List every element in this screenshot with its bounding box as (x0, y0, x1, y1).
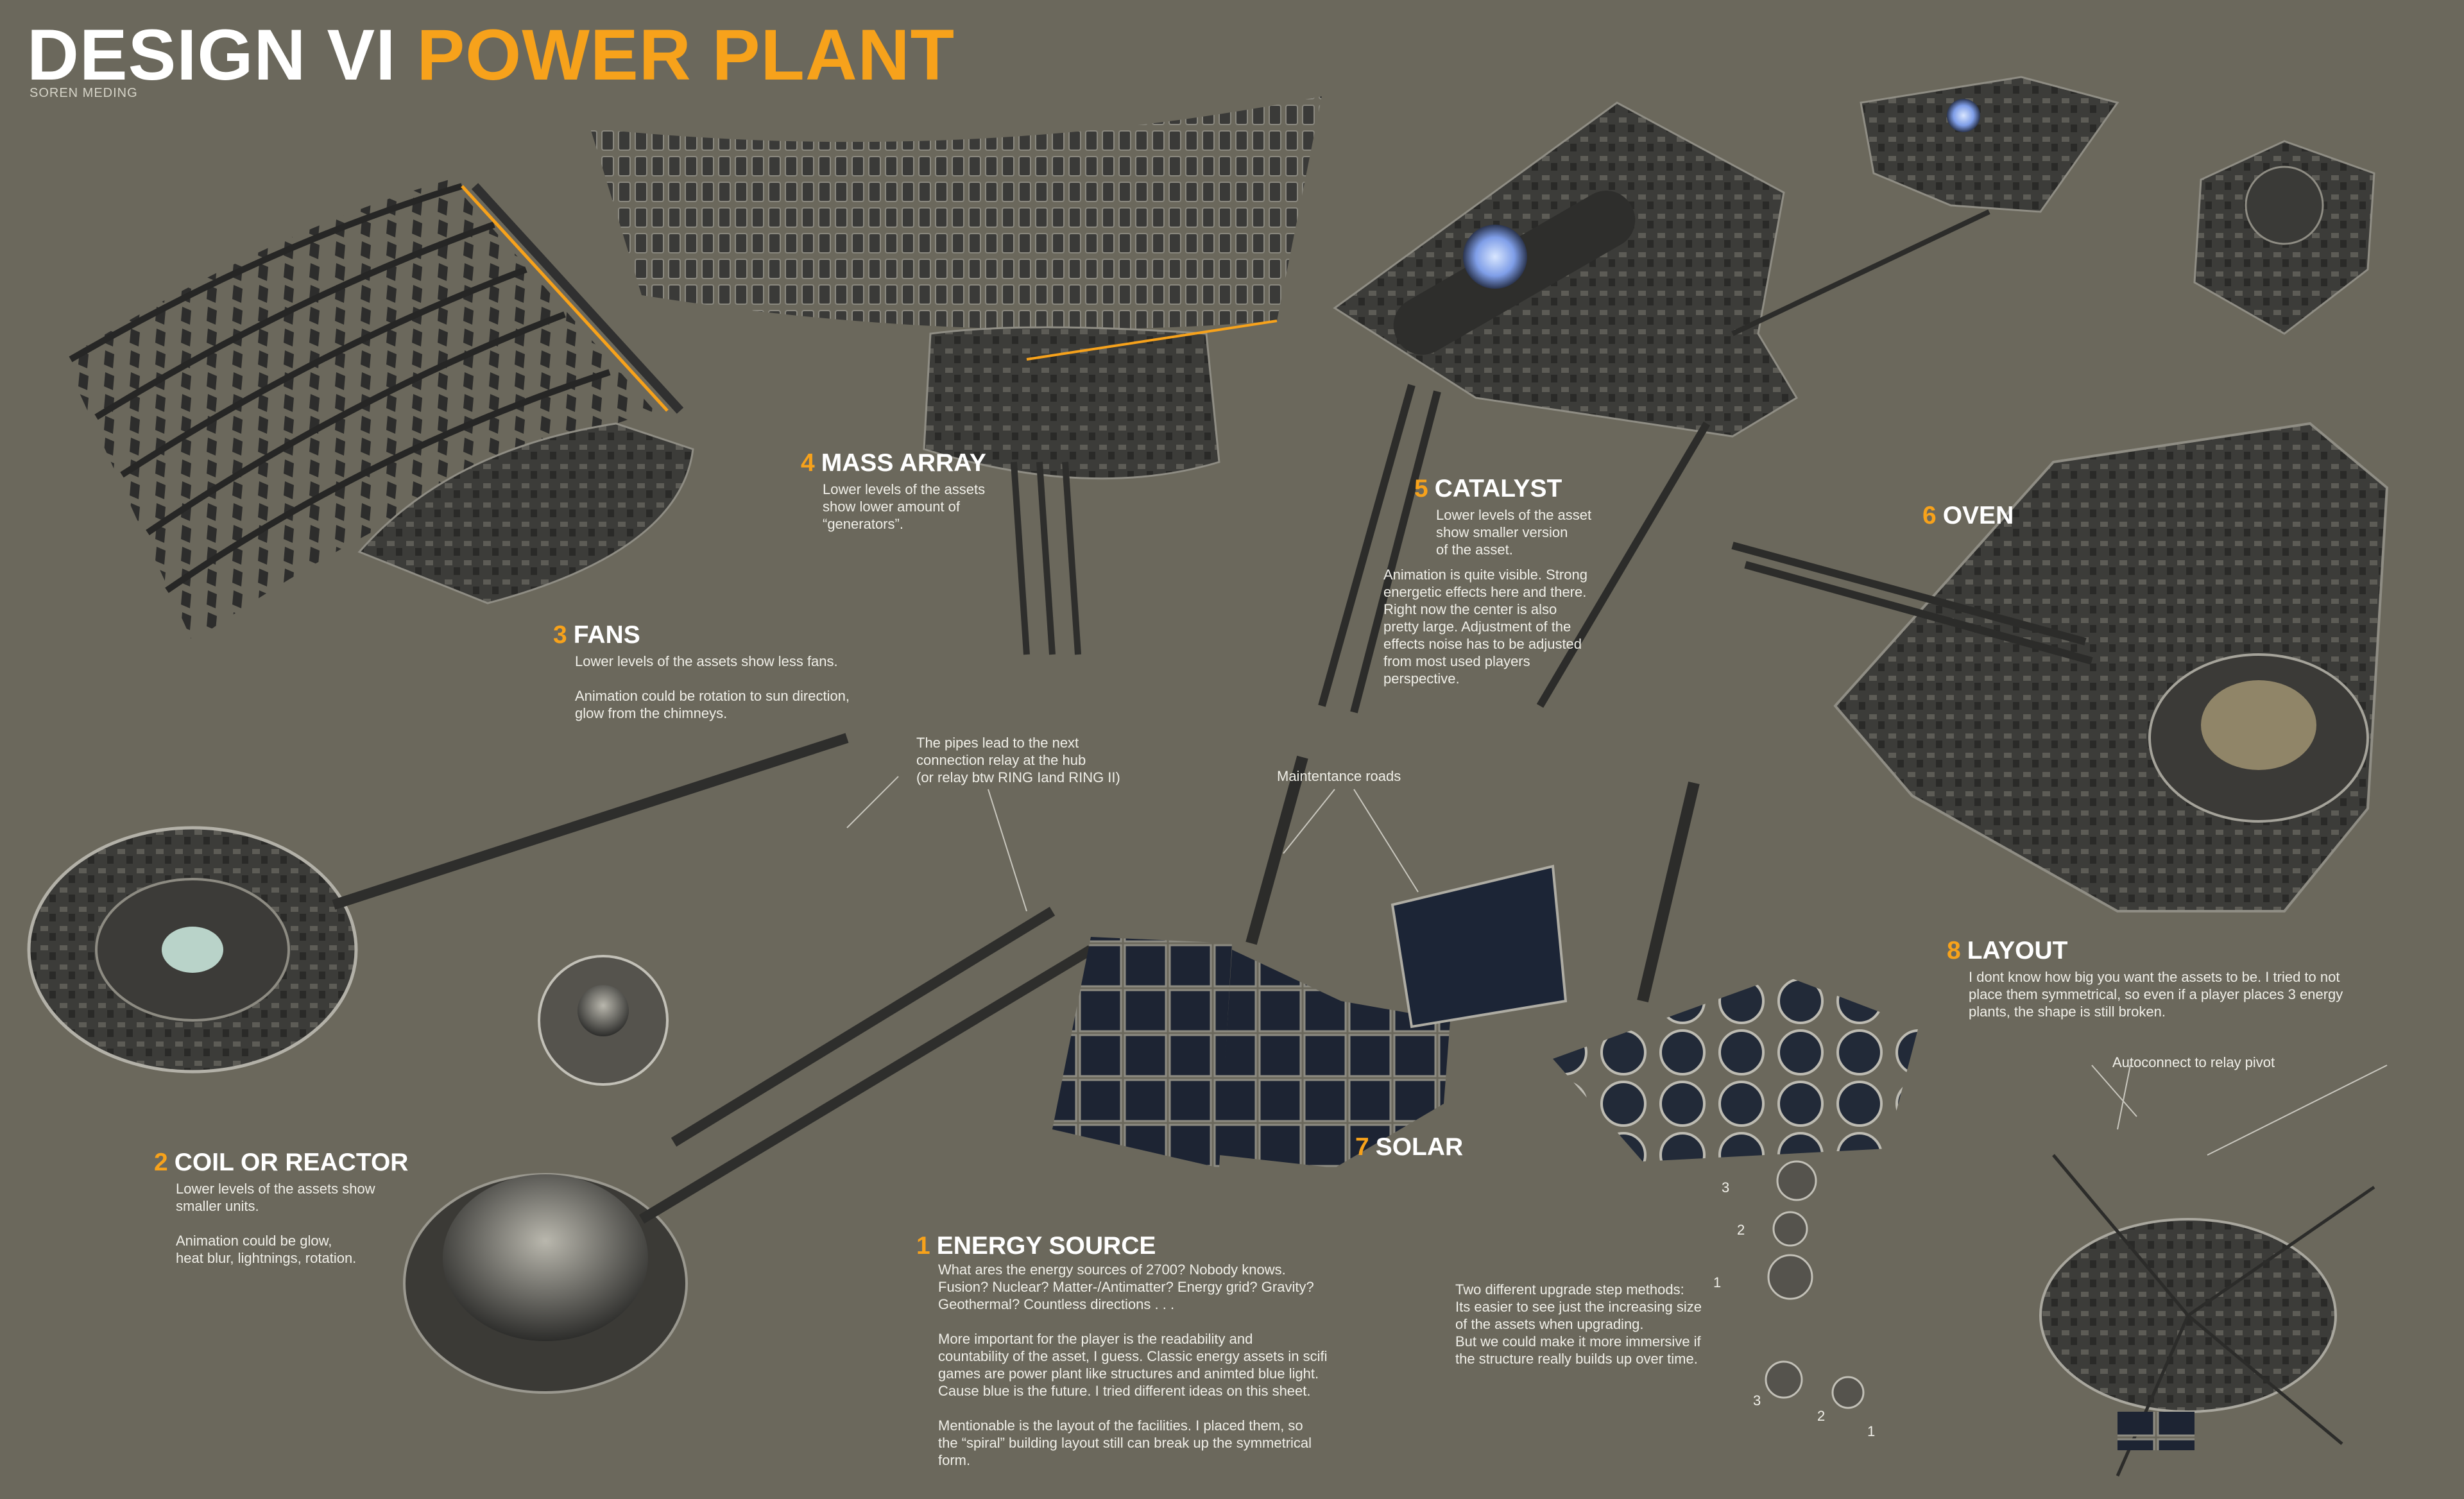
fans-asset-illustration (64, 180, 694, 642)
page-title: DESIGN VI POWER PLANT (27, 19, 955, 91)
step-label-horizontal-2: 2 (1817, 1408, 1826, 1424)
catalyst-number: 5 (1414, 475, 1428, 502)
catalyst-asset-illustration (1318, 101, 1799, 714)
oven-number: 6 (1922, 502, 1937, 529)
coil-reactor-title: COIL OR REACTOR (174, 1149, 409, 1176)
oven-title: OVEN (1942, 502, 2014, 529)
step-label-vertical-3: 3 (1722, 1179, 1730, 1195)
author-credit: SOREN MEDING (30, 86, 138, 100)
catalyst-title: CATALYST (1434, 475, 1562, 502)
mass-array-description: Lower levels of the assets show lower am… (823, 481, 986, 532)
energy-source-description: What ares the energy sources of 2700? No… (938, 1262, 1328, 1468)
solar-title: SOLAR (1375, 1133, 1464, 1161)
layout-description: I dont know how big you want the assets … (1969, 969, 2343, 1020)
pipes-callout: The pipes lead to the next connection re… (916, 735, 1120, 785)
fans-title: FANS (573, 621, 640, 649)
title-orange-part: POWER PLANT (416, 15, 955, 95)
catalyst-description: Lower levels of the asset show smaller v… (1436, 507, 1592, 558)
layout-asset-illustration (1765, 1154, 2375, 1477)
solar-number: 7 (1355, 1133, 1369, 1161)
mass-array-asset-illustration (590, 96, 1322, 655)
layout-number: 8 (1947, 937, 1961, 964)
coil-reactor-number: 2 (154, 1149, 168, 1176)
step-label-horizontal-3: 3 (1753, 1392, 1761, 1409)
callout-leader-lines (846, 776, 2388, 1156)
coil-reactor-description: Lower levels of the assets show smaller … (176, 1181, 375, 1266)
energy-source-number: 1 (916, 1232, 930, 1260)
catalyst-small-version-illustration (1731, 76, 2119, 336)
autoconnect-callout: Autoconnect to relay pivot (2112, 1054, 2275, 1070)
step-label-vertical-2: 2 (1737, 1222, 1745, 1238)
upgrade-methods-callout: Two different upgrade step methods: Its … (1455, 1281, 1702, 1367)
layout-title: LAYOUT (1967, 937, 2068, 964)
maintenance-roads-callout: Maintentance roads (1277, 768, 1401, 784)
solar-asset-illustration (1052, 755, 1919, 1168)
catalyst-animation-notes: Animation is quite visible. Strong energ… (1383, 567, 1587, 687)
step-label-vertical-1: 1 (1713, 1274, 1722, 1290)
title-white-part: DESIGN VI (27, 15, 397, 95)
energy-source-title: ENERGY SOURCE (936, 1232, 1156, 1260)
mass-array-title: MASS ARRAY (821, 449, 986, 477)
mass-array-number: 4 (801, 449, 815, 477)
fans-number: 3 (553, 621, 567, 649)
oven-small-version-illustration (2193, 140, 2375, 335)
fans-description: Lower levels of the assets show less fan… (575, 653, 850, 721)
step-label-horizontal-1: 1 (1867, 1423, 1876, 1439)
oven-asset-illustration (1731, 422, 2389, 912)
coil-reactor-asset-illustration (27, 733, 1094, 1394)
